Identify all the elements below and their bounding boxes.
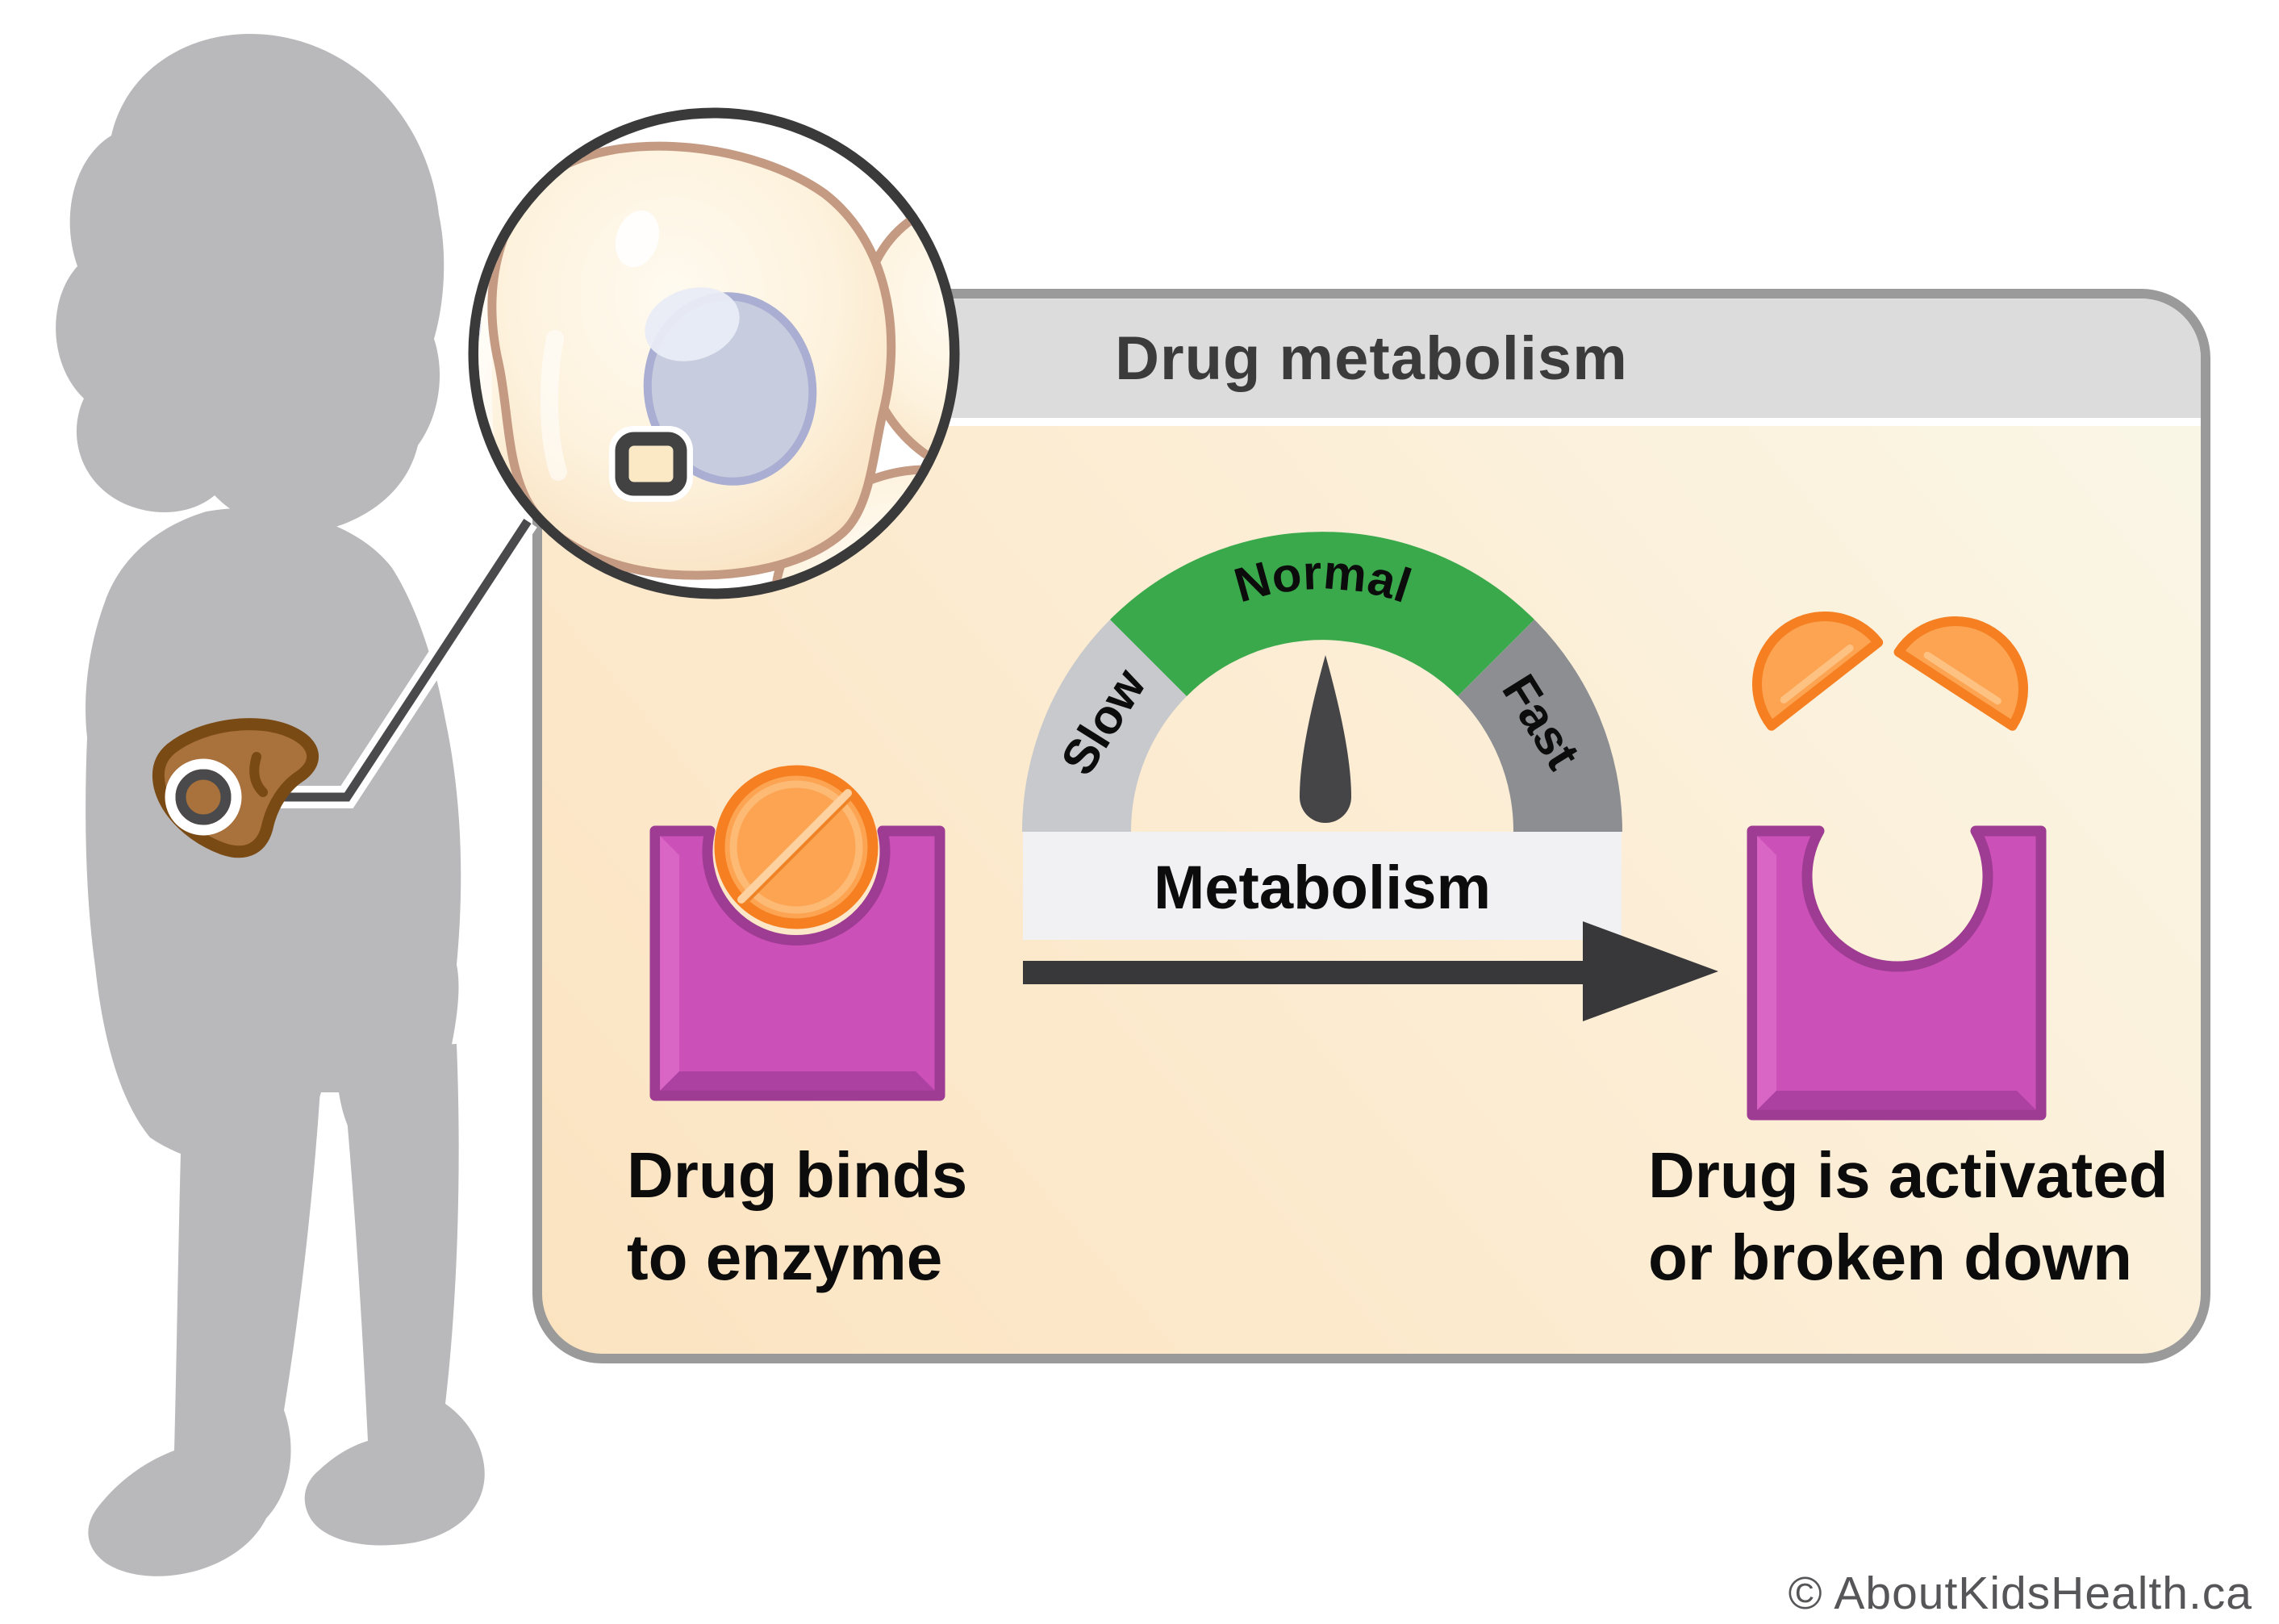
caption-line: Drug binds [627,1139,968,1211]
enzyme-bevel-light [660,836,679,1091]
liver-crease [249,752,268,797]
liver-callout-dot-ring [165,758,242,836]
gauge-needle [1300,655,1351,823]
flow-arrow [1023,921,1718,1021]
silhouette-torso [86,507,461,1167]
nucleus-highlight [645,287,740,361]
gauge-segment-normal [1110,532,1534,696]
silhouette-right-leg [304,1044,485,1546]
liver-cells-inset [468,107,960,599]
cell-highlight-streak [540,330,567,481]
drug-half-left [1752,612,1884,731]
enzyme-empty-icon [1747,825,2047,1121]
enzyme-body [649,825,945,1101]
gauge-title: Metabolism [1154,854,1491,922]
enzyme-bevel-dark [1757,1091,2036,1110]
enzyme-with-drug-icon [649,765,945,1101]
silhouette-head [56,34,445,532]
copyright-notice: © AboutKidsHealth.ca [1788,1568,2252,1619]
gauge-base-bar [1023,832,1622,940]
enzyme-site-marker [609,426,693,502]
drug-pill-score [744,795,854,905]
caption-line: to enzyme [627,1221,943,1293]
caption-drug-activated: Drug is activated or broken down [1648,1134,2168,1298]
gauge-segment-slow [1022,620,1187,832]
gauge-segment-fast [1458,620,1622,832]
silhouette-left-leg [88,1049,323,1576]
drug-half-right [1893,616,2028,731]
cell-main [487,141,896,580]
cell-highlight-spot [615,210,660,268]
page-title: Drug metabolism [1115,324,1628,393]
drug-pill-score-light [737,789,852,904]
caption-line: or broken down [1648,1221,2132,1293]
enzyme-bevel-light [1757,836,1776,1110]
liver-callout-dot [175,769,232,825]
caption-line: Drug is activated [1648,1139,2168,1211]
caption-drug-binds: Drug binds to enzyme [627,1134,967,1298]
metabolism-gauge: Slow Fast Normal Metabolism [1022,532,1622,940]
drug-half-pieces-icon [1752,612,2028,731]
drug-pill-rim [729,780,863,914]
enzyme-body [1747,825,2047,1121]
drug-half-rim [1923,651,2001,705]
liver-icon [152,718,319,858]
child-silhouette [56,34,485,1576]
enzyme-bevel-dark [660,1071,935,1091]
drug-half-rim [1780,644,1854,703]
